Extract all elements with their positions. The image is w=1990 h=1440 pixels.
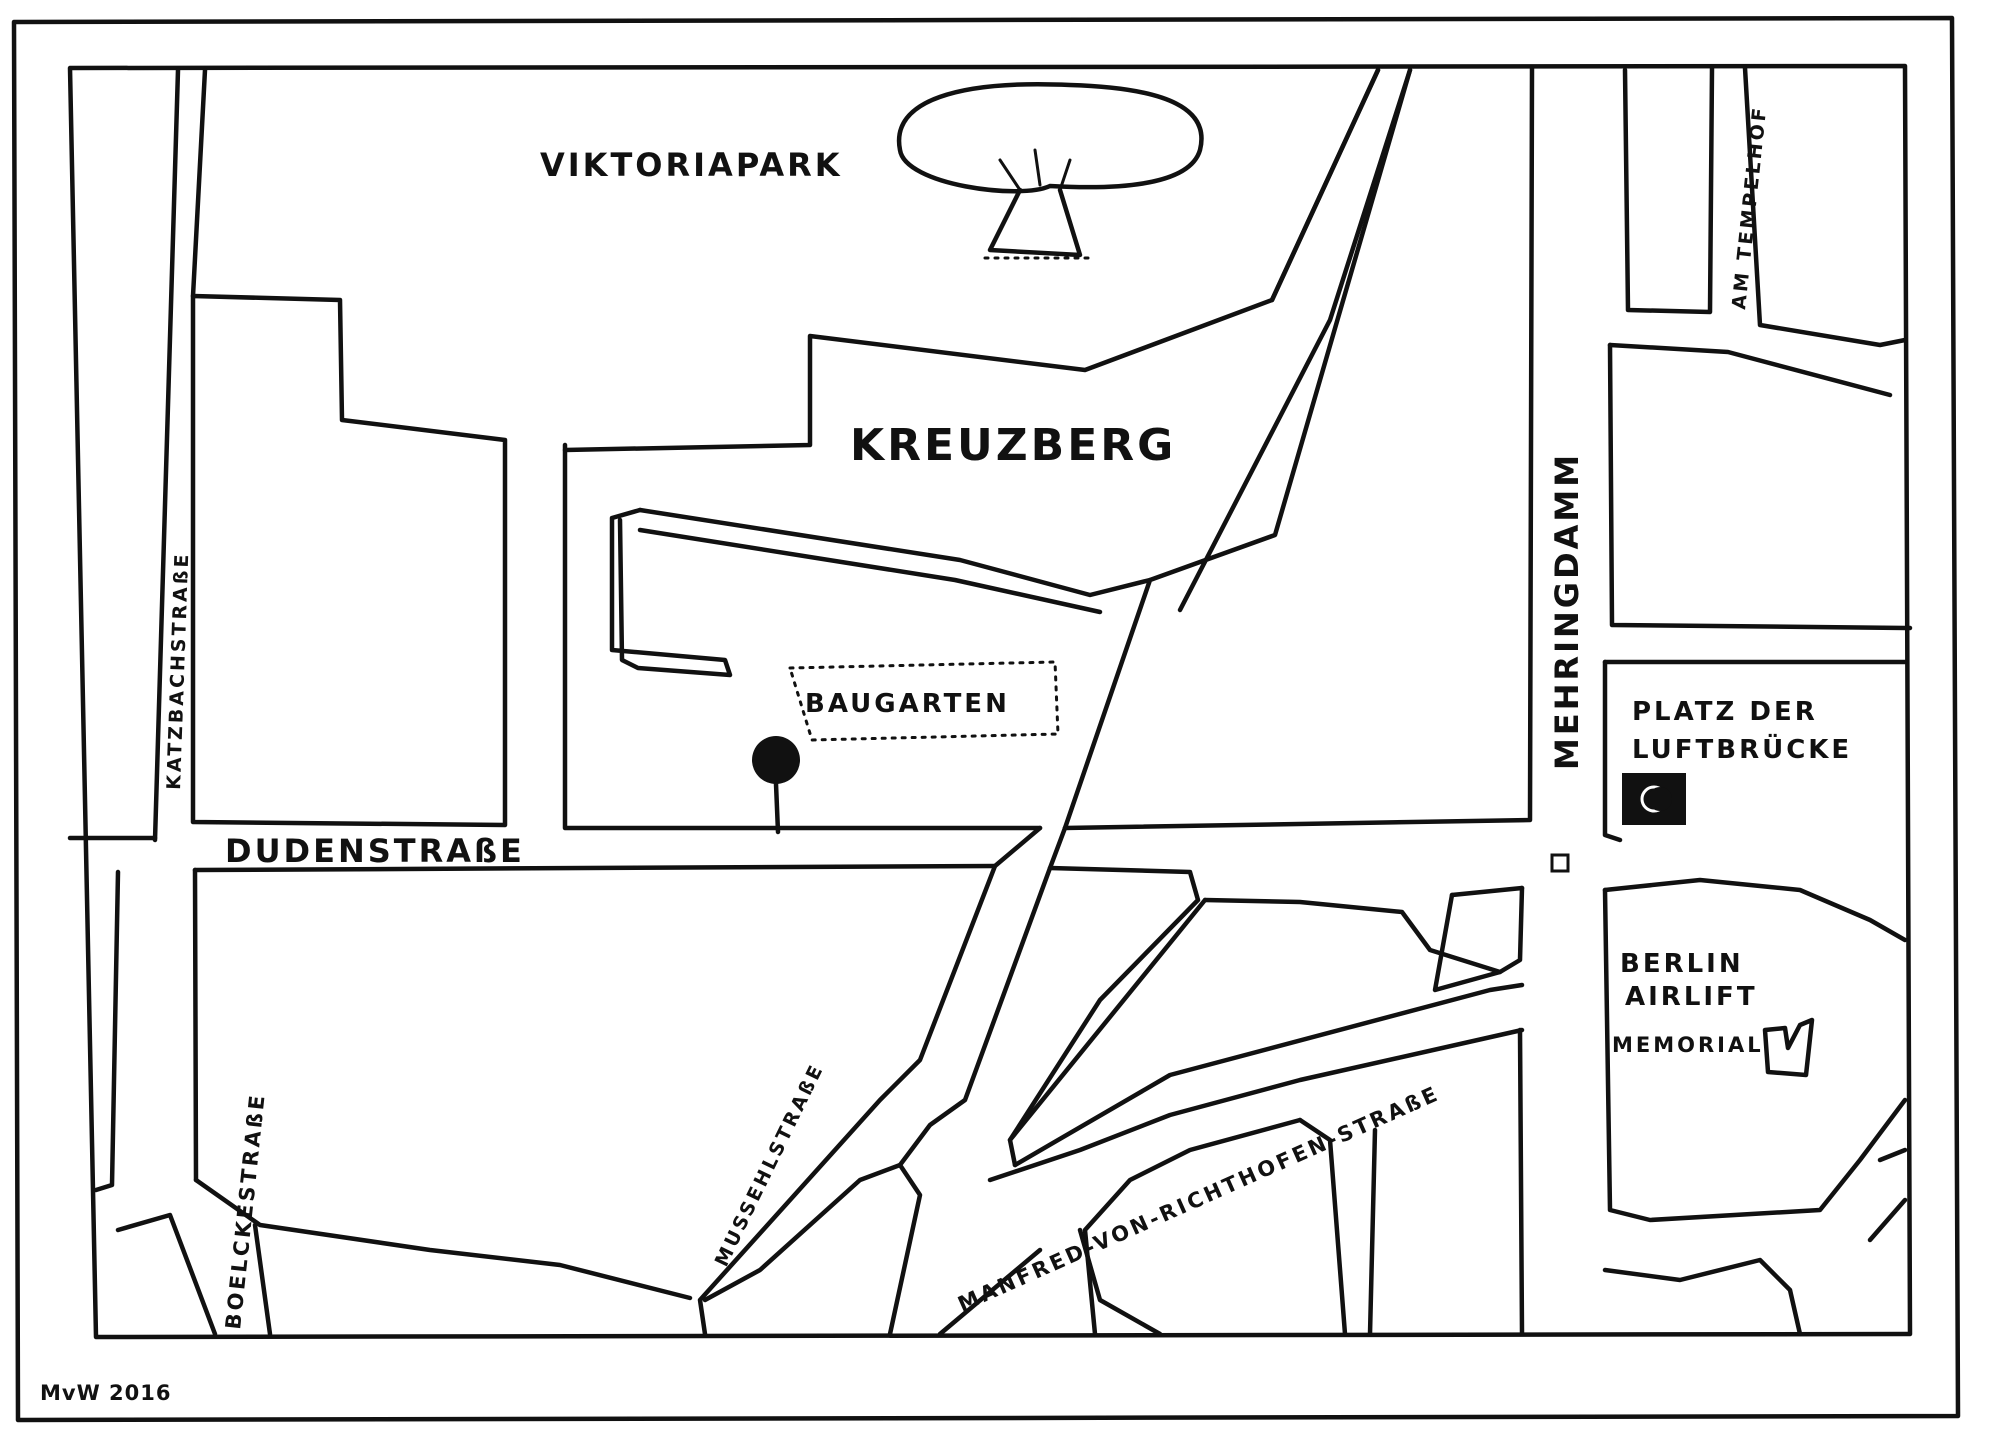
- district-label: KREUZBERG: [850, 420, 1176, 471]
- katzbachstrasse-label: KATZBACHSTRAßE: [163, 551, 193, 790]
- park-label: VIKTORIAPARK: [540, 146, 843, 184]
- map-frame: [11, 15, 1961, 1423]
- memorial-label-line2: AIRLIFT: [1625, 982, 1758, 1012]
- plaza-label-line2: LUFTBRÜCKE: [1632, 732, 1852, 765]
- monument-icon: [1762, 1017, 1815, 1078]
- am-tempelhof-label: AM TEMPELHOF: [1728, 104, 1771, 310]
- memorial-label-line3: MEMORIAL: [1612, 1033, 1764, 1057]
- mussehlstrasse-label: MUSSEHLSTRAßE: [711, 1060, 829, 1270]
- plaza-label-line1: PLATZ DER: [1632, 697, 1818, 727]
- dudenstrasse-label: DUDENSTRAßE: [225, 832, 525, 870]
- tree-icon: [896, 82, 1204, 260]
- garden-label: BAUGARTEN: [805, 689, 1010, 719]
- signature: MvW 2016: [40, 1381, 172, 1405]
- location-pin-icon: [752, 736, 800, 835]
- memorial-label-line1: BERLIN: [1620, 949, 1744, 979]
- poi-square-icon: [1550, 853, 1570, 873]
- street-outlines: [67, 65, 1913, 1337]
- mehringdamm-label: MEHRINGDAMM: [1548, 452, 1586, 770]
- ubahn-station-icon: [1622, 773, 1686, 825]
